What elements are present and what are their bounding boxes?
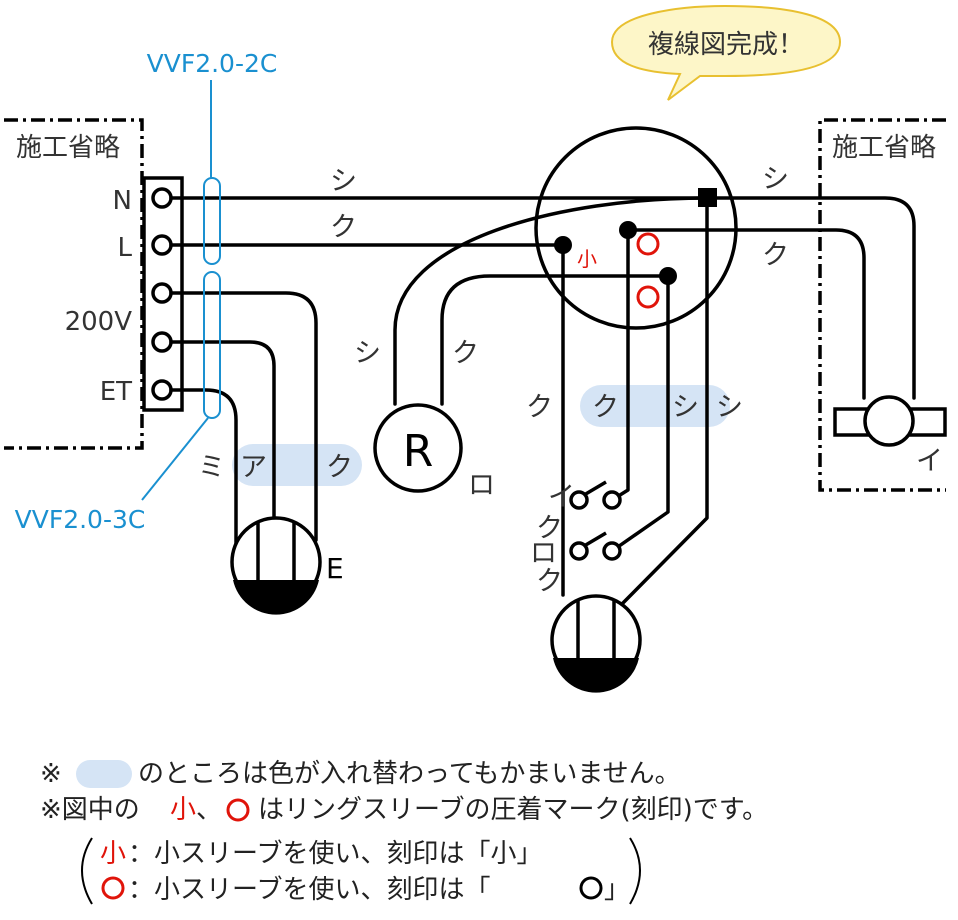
note-paren-right bbox=[629, 837, 641, 905]
terminal-n bbox=[151, 187, 173, 209]
note2-prefix: ※図中の bbox=[40, 795, 140, 825]
switch-ku1-label: ク bbox=[536, 513, 563, 544]
junction-dot-1 bbox=[619, 221, 637, 239]
switch-ro-label: ロ bbox=[530, 538, 557, 569]
cable-leader-3c bbox=[141, 417, 209, 501]
wire-label-l: ク bbox=[330, 212, 357, 243]
lamp-r: R ロ bbox=[373, 403, 495, 501]
wire-label-outlet-ku: ク bbox=[326, 452, 353, 483]
wire-label-sw-ku1: ク bbox=[526, 392, 553, 423]
terminal-200v-1 bbox=[151, 282, 173, 304]
wire-label-sw-shi2: シ bbox=[716, 392, 743, 423]
omitted-right-label: 施工省略 bbox=[832, 133, 936, 163]
note1-prefix: ※ bbox=[40, 759, 62, 789]
omitted-box-right: 施工省略 bbox=[818, 118, 946, 492]
terminal-l bbox=[151, 234, 173, 256]
note2-small: 小 bbox=[170, 795, 196, 825]
note2-sep: 、 bbox=[196, 795, 222, 825]
note3-small: 小 bbox=[100, 839, 126, 869]
mark-small: 小 bbox=[577, 247, 597, 271]
note3-text: ：小スリーブを使い、刻印は「小」 bbox=[128, 839, 542, 869]
cable-label-3c: VVF2.0-3C bbox=[15, 505, 146, 534]
bubble-text: 複線図完成！ bbox=[648, 30, 804, 60]
notes: ※ のところは色が入れ替わってもかまいません。 ※図中の 小 、 はリングスリー… bbox=[40, 759, 768, 905]
switch-i-label: イ bbox=[548, 482, 575, 513]
highlight-outlet bbox=[232, 444, 362, 486]
switch-i: イ ク bbox=[536, 480, 622, 544]
wire-label-n: シ bbox=[330, 166, 357, 197]
note4-text-a: ：小スリーブを使い、刻印は「 bbox=[128, 875, 490, 905]
terminal-et bbox=[151, 379, 173, 401]
junction-square bbox=[698, 188, 717, 207]
terminal-block: N L 200V ET bbox=[65, 176, 184, 412]
terminal-label-n: N bbox=[113, 186, 132, 216]
note1-highlight-swatch bbox=[76, 760, 132, 788]
outlet-bottom bbox=[550, 594, 642, 693]
junction-dot-2 bbox=[659, 267, 677, 285]
omitted-box-left: 施工省略 bbox=[4, 118, 144, 450]
speech-bubble: 複線図完成！ bbox=[610, 4, 842, 101]
terminal-label-200v: 200V bbox=[65, 307, 133, 337]
cable-sheath-3c bbox=[203, 271, 221, 419]
outlet-e-label: E bbox=[326, 552, 344, 585]
wire-label-r-shi: シ bbox=[354, 338, 381, 369]
lamp-r-symbol: R bbox=[403, 426, 434, 477]
note4-circle-inline bbox=[579, 876, 603, 900]
terminal-label-et: ET bbox=[100, 377, 132, 407]
omitted-left-label: 施工省略 bbox=[16, 133, 120, 163]
wire-label-outlet-a: ア bbox=[240, 452, 267, 483]
wire-label-right-ku: ク bbox=[762, 240, 789, 271]
fixture-i-tag: イ bbox=[916, 446, 943, 477]
cable-sheath-2c bbox=[203, 177, 221, 265]
note-paren-left bbox=[81, 837, 93, 905]
switch-ro: ロ ク bbox=[530, 531, 622, 597]
outlet-e: E bbox=[230, 516, 344, 615]
wire-label-sw-ku2: ク bbox=[592, 392, 619, 423]
highlight-switch bbox=[580, 385, 730, 427]
wire-label-outlet-mi: ミ bbox=[198, 452, 225, 483]
wire-label-right-shi: シ bbox=[762, 164, 789, 195]
note1-text: のところは色が入れ替わってもかまいません。 bbox=[138, 759, 681, 789]
note4-text-b: 」 bbox=[604, 875, 630, 905]
terminal-label-l: L bbox=[118, 233, 133, 263]
wire-label-r-ku: ク bbox=[452, 338, 479, 369]
junction-dot-small bbox=[554, 236, 572, 254]
note2-circle-mark bbox=[226, 798, 250, 822]
switch-ku2-label: ク bbox=[536, 566, 563, 597]
wires bbox=[169, 196, 916, 606]
cable-label-2c: VVF2.0-2C bbox=[147, 49, 278, 78]
note2-text: はリングスリーブの圧着マーク(刻印)です。 bbox=[258, 795, 768, 825]
mark-circle-1 bbox=[636, 232, 660, 256]
note4-circle-mark bbox=[101, 876, 125, 900]
fixture-i: イ bbox=[833, 395, 947, 477]
terminal-200v-2 bbox=[151, 331, 173, 353]
wire-label-sw-shi1: シ bbox=[672, 392, 699, 423]
lamp-r-tag: ロ bbox=[468, 470, 495, 501]
mark-circle-2 bbox=[636, 285, 660, 309]
junction-box bbox=[534, 126, 738, 330]
